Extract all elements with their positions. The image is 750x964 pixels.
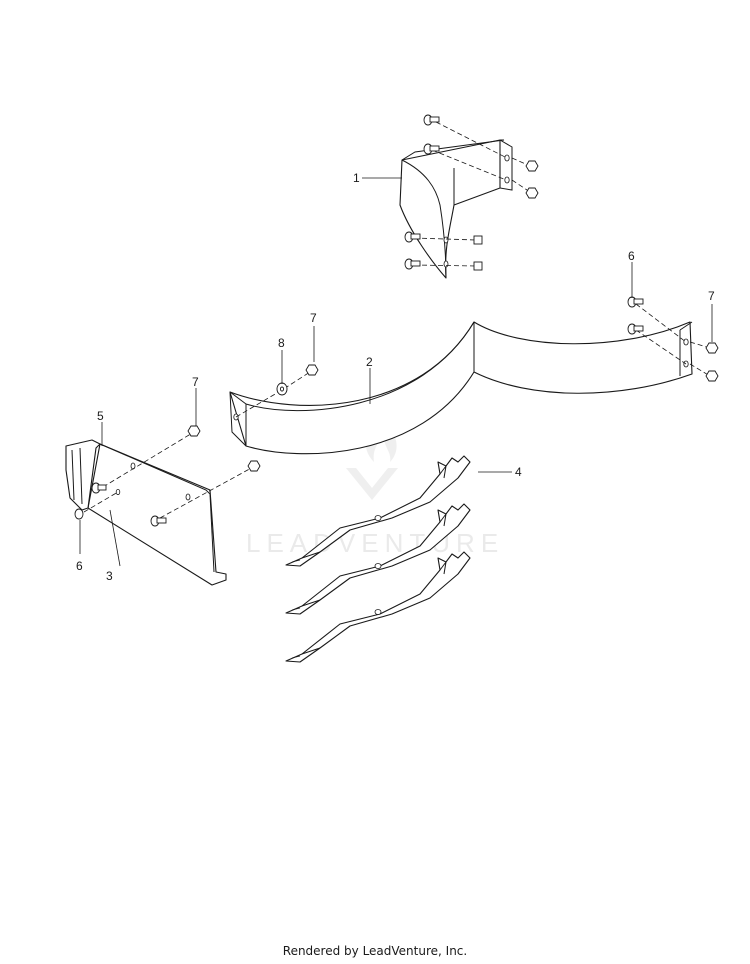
carriage-bolt-icon [423,114,440,126]
callout-7-left: 7 [192,375,199,389]
leadventure-watermark: LEADVENTURE [246,420,504,558]
carriage-bolt-icon [627,296,644,308]
blade [285,503,471,615]
carriage-bolt-icon [423,143,440,155]
hex-nut-icon [705,342,719,354]
carriage-bolt-icon [150,515,167,527]
callout-3: 3 [106,569,113,583]
callout-5: 5 [97,409,104,423]
hex-nut-icon [705,370,719,382]
callout-leaders [79,177,713,567]
carriage-bolt-icon [91,482,107,494]
square-nut-icon [473,261,483,271]
part-3-plate [87,443,227,586]
callout-6-left: 6 [76,559,83,573]
part-5-flap [65,439,101,511]
part-1-bracket [399,139,513,279]
callout-2: 2 [366,355,373,369]
hex-nut-icon [305,364,319,376]
hex-nut-icon [525,160,539,172]
callout-1: 1 [353,171,360,185]
carriage-bolt-icon [74,508,84,520]
callout-7-center: 7 [310,311,317,325]
callout-4: 4 [515,465,522,479]
blade [285,551,471,663]
carriage-bolt-icon [404,258,421,270]
part-2-hardware [235,296,719,418]
callout-7-right: 7 [708,289,715,303]
watermark-text: LEADVENTURE [246,528,504,558]
part-2-baffle [229,321,693,455]
carriage-bolt-icon [627,323,644,335]
square-nut-icon [473,235,483,245]
callout-6-right: 6 [628,249,635,263]
part-3-hardware [74,425,261,527]
hex-nut-icon [525,187,539,199]
flat-washer-icon [276,382,288,396]
part-4-blades [285,455,471,663]
carriage-bolt-icon [404,231,421,243]
blade [285,455,471,567]
hex-nut-icon [247,460,261,472]
footer-credit: Rendered by LeadVenture, Inc. [282,944,468,958]
callout-labels: 1 2 3 4 5 6 6 7 7 7 8 [76,171,715,583]
part-1-hardware [404,114,539,271]
callout-8: 8 [278,336,285,350]
hex-nut-icon [187,425,201,437]
